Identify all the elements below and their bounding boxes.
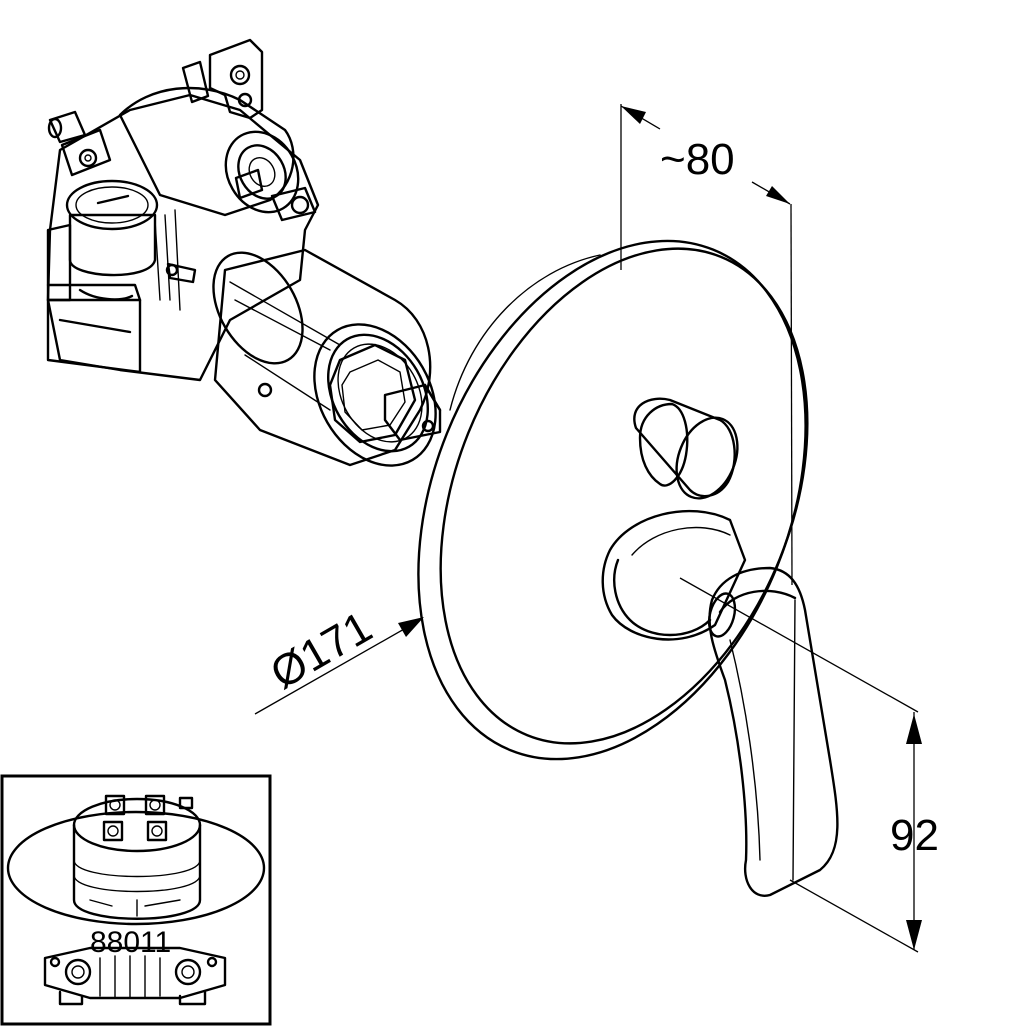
diameter-dimension-label: Ø171 [263,602,381,698]
dimension-diameter: Ø171 [254,602,424,715]
depth-dimension-label: ~80 [660,135,735,184]
inset-part-number: 88011 [90,926,171,959]
rough-in-valve-body [46,38,442,467]
dimension-depth: ~80 [620,104,793,586]
diverter-knob [633,397,739,500]
cover-plate [417,239,809,761]
height-dimension-label: 92 [890,811,939,860]
inset-box: 88011 [0,774,272,1026]
inset-valve-studs [102,794,194,842]
dimension-height: 92 [679,577,939,953]
lever-handle [601,509,839,897]
